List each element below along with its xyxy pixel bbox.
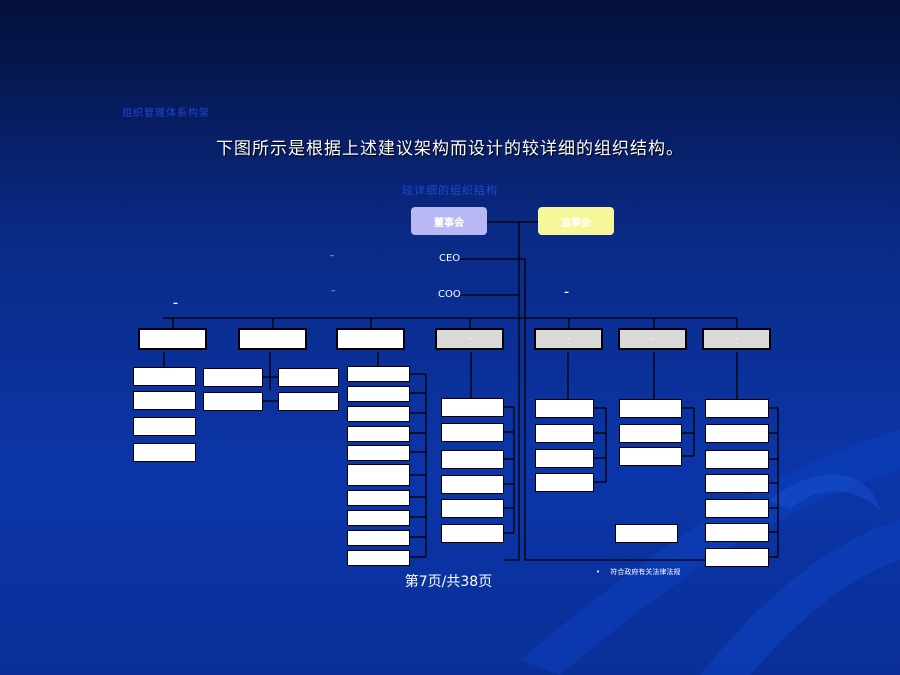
sub-unit-4-1 [441,398,504,417]
page-number: 第7页/共38页 [0,571,900,591]
sub-unit-2-3 [203,392,263,411]
sub-unit-3-1 [347,366,410,382]
sub-unit-7-3 [705,450,769,469]
department-box-2 [238,328,307,350]
department-label-7: – [734,334,739,344]
sub-unit-3-10 [347,550,410,566]
sub-unit-7-1 [705,399,769,418]
sub-unit-3-3 [347,406,410,422]
note-text: 符合政府有关法律法规 [610,568,681,576]
sub-unit-7-4 [705,474,769,493]
note-bullet: • [596,568,601,576]
sub-unit-7-5 [705,499,769,518]
sub-unit-4-4 [441,475,504,494]
sub-unit-5-2 [535,424,594,443]
sub-unit-7-6 [705,523,769,542]
sub-unit-3-2 [347,386,410,402]
sub-unit-3-8 [347,510,410,526]
sub-unit-7-2 [705,424,769,443]
sub-unit-3-7 [347,490,410,506]
sub-unit-4-6 [441,524,504,543]
board-label: 董事会 [434,217,464,229]
sub-unit-4-2 [441,423,504,442]
sub-unit-3-4 [347,426,410,442]
sub-unit-2-2 [278,368,339,387]
compliance-note: • 符合政府有关法律法规 [596,567,680,577]
slide-small-title: 组织管理体系构架 [122,108,210,119]
chart-title: 较详细的组织结构 [402,184,498,197]
board-of-directors-box: 董事会 [411,207,487,235]
right-division-mark: – [564,287,569,298]
sub-unit-1-3 [133,417,196,436]
sub-unit-3-5 [347,445,410,461]
board-of-supervisors-box: 监事会 [538,207,614,235]
department-box-1 [138,328,207,350]
sub-unit-3-9 [347,530,410,546]
department-label-5: – [566,334,571,344]
page-number-text: 第7页/共38页 [404,574,493,590]
coo-label: COO [438,289,461,300]
sub-unit-6-2 [619,424,682,443]
sub-unit-7-7 [705,548,769,567]
sub-unit-6-1 [619,399,682,418]
ceo-label: CEO [439,253,461,264]
sub-unit-5-1 [535,399,594,418]
department-box-3 [336,328,405,350]
sub-unit-5-4 [535,473,594,492]
coo-side-mark: – [331,286,336,296]
department-box-6: – [618,328,687,350]
sub-unit-3-6 [347,464,410,486]
sub-unit-5-3 [535,449,594,468]
sub-unit-6-3 [619,447,682,466]
sub-unit-4-5 [441,499,504,518]
sub-unit-2-1 [203,368,263,387]
department-box-7: – [702,328,771,350]
department-box-5: – [534,328,603,350]
left-division-mark: – [173,298,178,309]
sub-unit-6-4 [615,524,678,543]
sub-unit-1-4 [133,443,196,462]
sub-unit-1-2 [133,391,196,410]
sub-unit-2-4 [278,392,339,411]
department-label-4: – [467,334,472,344]
department-label-6: – [650,334,655,344]
slide-headline: 下图所示是根据上述建议架构而设计的较详细的组织结构。 [216,139,684,159]
ceo-side-mark: – [330,251,335,261]
supervisors-label: 监事会 [561,217,591,229]
sub-unit-4-3 [441,450,504,469]
department-box-4: – [435,328,504,350]
sub-unit-1-1 [133,367,196,386]
